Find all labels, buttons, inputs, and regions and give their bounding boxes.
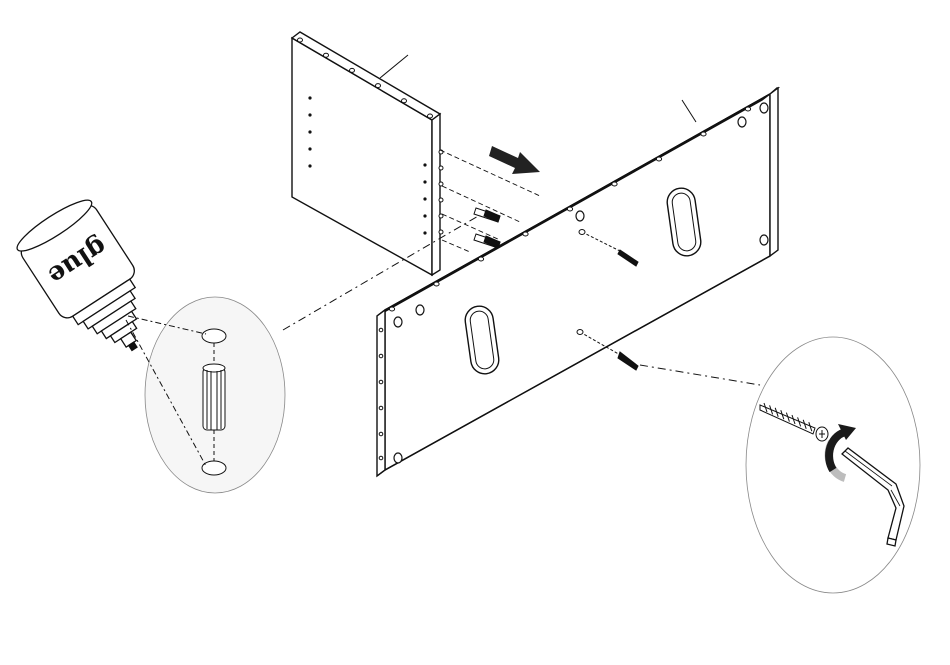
hole bbox=[379, 456, 383, 460]
hole bbox=[523, 232, 528, 236]
wood-dowel bbox=[474, 234, 500, 248]
hole bbox=[745, 107, 750, 111]
hole bbox=[423, 231, 426, 234]
hole bbox=[439, 166, 443, 170]
hole bbox=[394, 453, 402, 463]
hole bbox=[308, 113, 311, 116]
hole bbox=[379, 432, 383, 436]
hole bbox=[612, 182, 617, 186]
hole bbox=[379, 380, 383, 384]
hole bbox=[389, 307, 394, 311]
hole bbox=[434, 282, 439, 286]
hole bbox=[760, 235, 768, 245]
hole bbox=[416, 305, 424, 315]
glue-bottle: glue bbox=[12, 193, 171, 373]
back-panel-left-edge bbox=[377, 310, 385, 476]
hole bbox=[567, 207, 572, 211]
hole bbox=[394, 317, 402, 327]
hole bbox=[376, 84, 381, 88]
hole bbox=[439, 230, 443, 234]
hole bbox=[701, 132, 706, 136]
side-panel bbox=[292, 32, 440, 275]
hole bbox=[760, 103, 768, 113]
hole bbox=[428, 114, 433, 118]
hole bbox=[402, 99, 407, 103]
hole bbox=[423, 180, 426, 183]
hole bbox=[656, 157, 661, 161]
hole bbox=[308, 96, 311, 99]
hole bbox=[324, 53, 329, 57]
hole bbox=[379, 328, 383, 332]
hole bbox=[423, 163, 426, 166]
hole bbox=[308, 147, 311, 150]
hole bbox=[379, 406, 383, 410]
wood-dowel-detail bbox=[203, 364, 225, 430]
hole bbox=[350, 68, 355, 72]
hole bbox=[439, 198, 443, 202]
side-panel-front-edge bbox=[432, 114, 440, 275]
hole bbox=[439, 182, 443, 186]
hole bbox=[308, 164, 311, 167]
back-panel-right-edge bbox=[770, 88, 778, 256]
screw-detail-circle bbox=[640, 337, 920, 593]
hole bbox=[576, 211, 584, 221]
hole bbox=[478, 257, 483, 261]
hole bbox=[738, 117, 746, 127]
hole bbox=[423, 214, 426, 217]
arrow-right-down-icon bbox=[489, 146, 540, 174]
hole bbox=[298, 38, 303, 42]
hole bbox=[423, 197, 426, 200]
wood-dowel bbox=[474, 208, 500, 222]
hole bbox=[308, 130, 311, 133]
hole bbox=[379, 354, 383, 358]
